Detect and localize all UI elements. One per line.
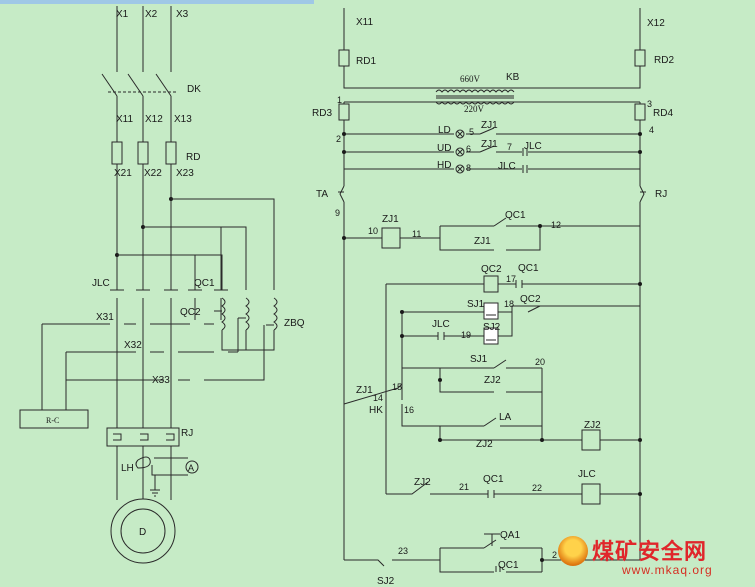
label-rc: R-C — [46, 416, 59, 425]
label-x32: X32 — [124, 340, 142, 351]
label-ud: UD — [437, 143, 451, 154]
label-rj-ctrl: RJ — [655, 189, 667, 200]
node-17: 17 — [506, 274, 516, 284]
label-rd: RD — [186, 152, 200, 163]
label-x2: X2 — [145, 9, 158, 20]
label-rd3: RD3 — [312, 108, 332, 119]
label-zj1-b: ZJ1 — [481, 139, 498, 150]
watermark-url: www.mkaq.org — [622, 563, 713, 577]
label-x33: X33 — [152, 375, 170, 386]
label-rd4: RD4 — [653, 108, 673, 119]
node-18: 18 — [504, 299, 514, 309]
label-x22: X22 — [144, 168, 162, 179]
label-x12-main: X12 — [145, 114, 163, 125]
label-ammeter: A — [188, 463, 194, 473]
node-4: 4 — [649, 125, 654, 135]
label-qc1-d: QC1 — [498, 560, 519, 571]
main-circuit — [19, 6, 278, 564]
label-qc1-main: QC1 — [194, 278, 215, 289]
label-jlc-coil: JLC — [578, 469, 596, 480]
label-jlc-b: JLC — [498, 161, 516, 172]
label-sj1-b: SJ1 — [470, 354, 488, 365]
node-2-bottom: 2 — [552, 550, 557, 560]
label-hk: HK — [369, 405, 383, 416]
node-16: 16 — [404, 405, 414, 415]
node-7: 7 — [507, 142, 512, 152]
label-sj2-coil: SJ2 — [483, 322, 501, 333]
label-lh: LH — [121, 463, 134, 474]
watermark-title: 煤矿安全网 — [592, 539, 708, 565]
label-x23: X23 — [176, 168, 194, 179]
top-accent-bar — [0, 0, 314, 4]
label-x11-ctrl: X11 — [356, 17, 373, 28]
node-6: 6 — [466, 144, 471, 154]
label-qc1-b: QC1 — [518, 263, 539, 274]
label-qc2-coil: QC2 — [481, 264, 502, 275]
label-qc1-a: QC1 — [505, 210, 526, 221]
node-10: 10 — [368, 226, 378, 236]
label-zbq: ZBQ — [284, 318, 305, 329]
label-qc2-main: QC2 — [180, 307, 201, 318]
node-8: 8 — [466, 163, 471, 173]
label-qa1: QA1 — [500, 530, 520, 541]
node-11: 11 — [412, 229, 421, 239]
label-x31: X31 — [96, 312, 114, 323]
label-x21: X21 — [114, 168, 132, 179]
label-qc2-b: QC2 — [520, 294, 541, 305]
label-jlc-a: JLC — [524, 141, 542, 152]
label-sj1-coil: SJ1 — [467, 299, 485, 310]
watermark-logo-icon — [558, 536, 588, 566]
node-3: 3 — [647, 99, 652, 109]
node-14: 14 — [373, 393, 383, 403]
label-x3: X3 — [176, 9, 189, 20]
node-15: 15 — [392, 382, 402, 392]
label-zj2-b: ZJ2 — [476, 439, 493, 450]
label-hd: HD — [437, 160, 451, 171]
node-19: 19 — [461, 330, 471, 340]
label-220v: 220V — [464, 104, 485, 114]
label-zj1-d: ZJ1 — [356, 385, 373, 396]
label-ta: TA — [316, 189, 328, 200]
node-9: 9 — [335, 208, 340, 218]
node-1: 1 — [337, 95, 342, 105]
label-jlc-c: JLC — [432, 319, 450, 330]
node-5: 5 — [469, 127, 474, 137]
label-zj2-a: ZJ2 — [484, 375, 501, 386]
label-la: LA — [499, 412, 512, 423]
label-x1: X1 — [116, 9, 129, 20]
label-motor: D — [139, 527, 146, 538]
node-21: 21 — [459, 482, 469, 492]
node-23: 23 — [398, 546, 408, 556]
label-rj-main: RJ — [181, 428, 193, 439]
node-22: 22 — [532, 483, 542, 493]
watermark: 煤矿安全网 www.mkaq.org — [556, 532, 746, 584]
label-x13: X13 — [174, 114, 192, 125]
label-x12-ctrl: X12 — [647, 18, 665, 29]
label-rd2: RD2 — [654, 55, 674, 66]
label-sj2-b: SJ2 — [377, 576, 395, 587]
node-12: 12 — [551, 220, 561, 230]
label-zj2-c: ZJ2 — [414, 477, 431, 488]
label-zj1-c: ZJ1 — [474, 236, 491, 247]
label-660v: 660V — [460, 74, 481, 84]
label-kb: KB — [506, 72, 520, 83]
control-circuit — [338, 8, 646, 573]
label-jlc-main: JLC — [92, 278, 110, 289]
label-zj2-coil: ZJ2 — [584, 420, 601, 431]
node-20: 20 — [535, 357, 545, 367]
node-2: 2 — [336, 134, 341, 144]
label-x11-main: X11 — [116, 114, 133, 125]
label-zj1-a: ZJ1 — [481, 120, 498, 131]
label-rd1: RD1 — [356, 56, 376, 67]
label-ld: LD — [438, 125, 451, 136]
label-qc1-c: QC1 — [483, 474, 504, 485]
label-dk: DK — [187, 84, 201, 95]
label-zj1-coil: ZJ1 — [382, 214, 399, 225]
